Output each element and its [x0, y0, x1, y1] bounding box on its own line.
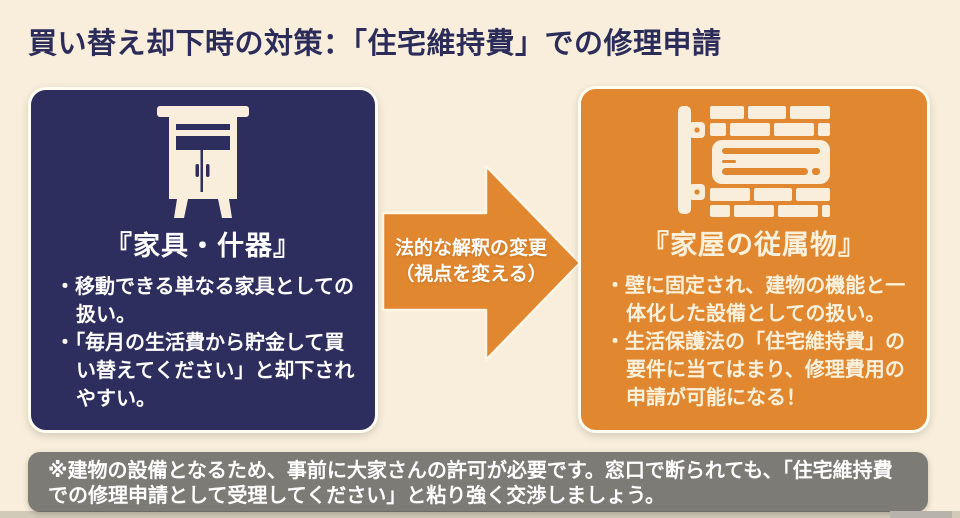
appurtenance-bullet-list: ・壁に固定され、建物の機能と一体化した設備としての扱い。 ・生活保護法の「住宅維…	[581, 272, 927, 412]
note-line-1: ※建物の設備となるため、事前に大家さんの許可が必要です。窓口で断られても、「住宅…	[48, 460, 893, 482]
appurtenance-card: 『家屋の従属物』 ・壁に固定され、建物の機能と一体化した設備としての扱い。 ・生…	[578, 86, 930, 433]
furniture-card-title: 『家具・什器』	[105, 231, 301, 261]
furniture-card: 『家具・什器』 ・移動できる単なる家具としての扱い。 ・「毎月の生活費から貯金し…	[28, 87, 378, 433]
bottom-edge-strip	[0, 511, 960, 518]
arrow-label: 法的な解釈の変更 （視点を変える）	[378, 236, 564, 288]
wall-mounted-ac-icon	[672, 105, 837, 217]
cabinet-icon	[142, 106, 264, 218]
appurtenance-bullet-1: ・壁に固定され、建物の機能と一体化した設備としての扱い。	[605, 275, 906, 325]
arrow-label-line2: （視点を変える）	[395, 264, 547, 285]
note-bar: ※建物の設備となるため、事前に大家さんの許可が必要です。窓口で断られても、「住宅…	[28, 452, 928, 512]
page-title: 買い替え却下時の対策：「住宅維持費」での修理申請	[28, 28, 722, 60]
furniture-bullet-1: ・移動できる単なる家具としての扱い。	[55, 276, 354, 326]
appurtenance-card-title: 『家屋の従属物』	[642, 230, 866, 260]
bottom-right-artifact	[890, 511, 952, 518]
appurtenance-bullet-2: ・生活保護法の「住宅維持費」の要件に当てはまり、修理費用の申請が可能になる！	[605, 331, 905, 409]
furniture-bullet-2: ・「毎月の生活費から貯金して買い替えてください」と却下されやすい。	[55, 332, 355, 410]
note-line-2: での修理申請として受理してください」と粘り強く交渉しましょう。	[48, 485, 665, 507]
arrow-label-line1: 法的な解釈の変更	[394, 238, 547, 259]
arrow-right-icon	[378, 160, 584, 364]
furniture-bullet-list: ・移動できる単なる家具としての扱い。 ・「毎月の生活費から貯金して買い替えてくだ…	[31, 273, 375, 413]
